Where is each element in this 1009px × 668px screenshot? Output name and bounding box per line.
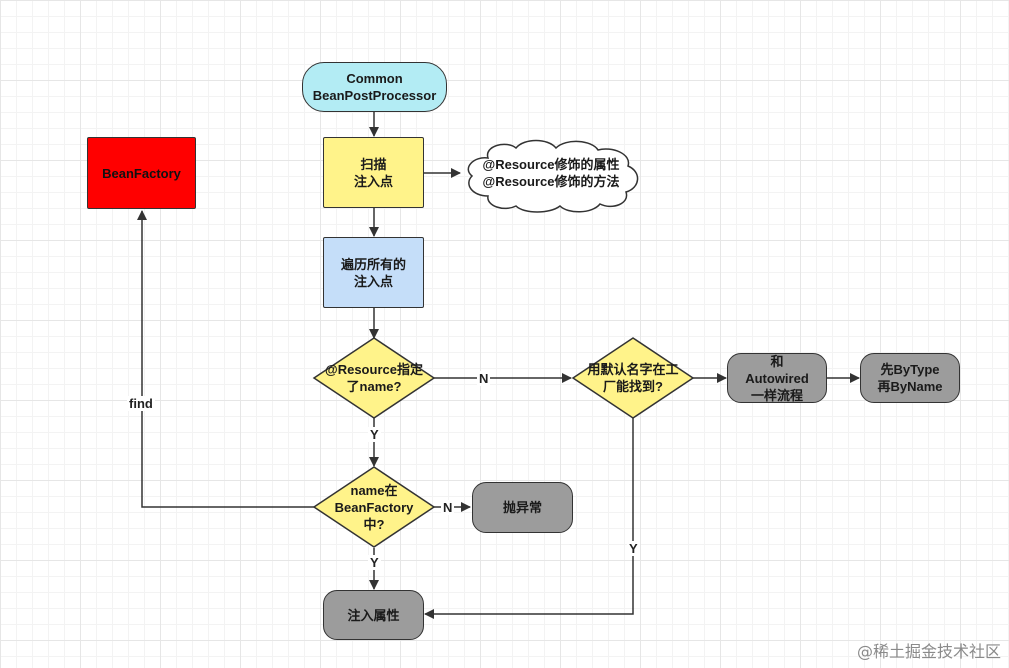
name-in-factory-decision-text: name在 BeanFactory 中?	[334, 483, 414, 532]
bytype-byname-node: 先ByType 再ByName	[860, 353, 960, 403]
edge-default-y	[424, 418, 634, 619]
edge-label-n2: N	[441, 500, 455, 515]
iterate-injection-points-node: 遍历所有的 注入点	[323, 237, 424, 308]
edge-find	[137, 210, 314, 508]
cloud-text: @Resource修饰的属性 @Resource修饰的方法	[482, 157, 620, 189]
edge-label-y3: Y	[627, 541, 640, 556]
decision-resource-name	[312, 337, 436, 419]
edge-label-n1: N	[477, 371, 491, 386]
autowired-flow-node: 和 Autowired 一样流程	[727, 353, 827, 403]
common-bean-post-processor-node: Common BeanPostProcessor	[302, 62, 447, 112]
cloud-shape	[467, 139, 639, 213]
inject-property-node: 注入属性	[323, 590, 424, 640]
edge-label-y2: Y	[368, 555, 381, 570]
bean-factory-node: BeanFactory	[87, 137, 196, 209]
default-name-decision-text: 用默认名字在工 厂能找到?	[587, 362, 679, 394]
throw-exception-node: 抛异常	[472, 482, 573, 533]
resource-name-decision-text: @Resource指定 了name?	[325, 362, 423, 394]
scan-injection-points-node: 扫描 注入点	[323, 137, 424, 208]
watermark-text: @稀土掘金技术社区	[856, 642, 1001, 661]
edge-label-y1: Y	[368, 427, 381, 442]
edge-label-find: find	[127, 396, 155, 411]
decision-name-in-factory	[312, 466, 436, 548]
decision-default-name	[571, 337, 695, 419]
